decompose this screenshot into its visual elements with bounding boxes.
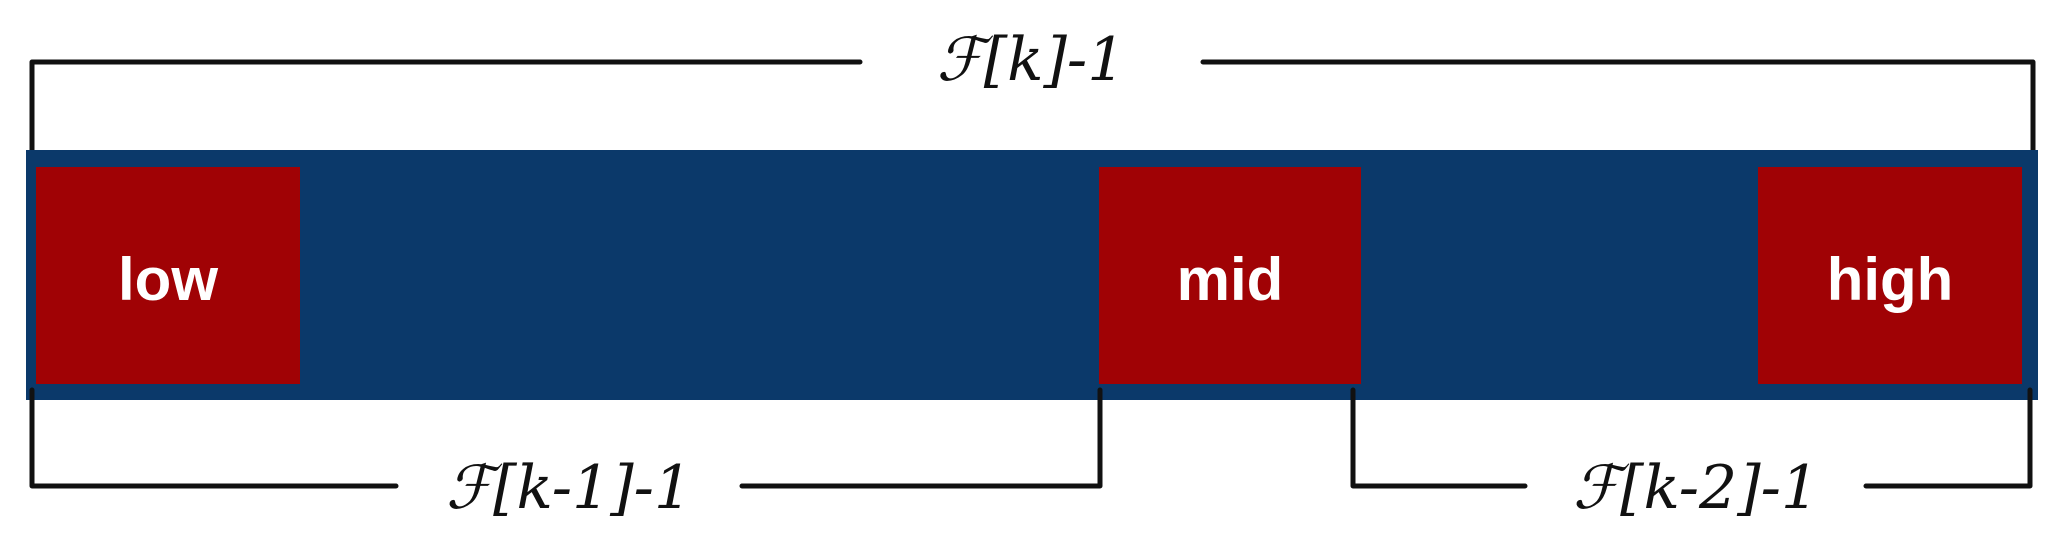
right-bracket-right-line	[1863, 387, 2033, 489]
low-label: low	[118, 246, 218, 313]
mid-label: mid	[1177, 246, 1284, 313]
low-cell	[36, 167, 300, 384]
right-bracket-left-line	[1350, 387, 1528, 489]
right-bracket: ℱ[k-2]-1	[1350, 387, 2033, 523]
right-bracket-label: ℱ[k-2]-1	[1573, 453, 1819, 523]
high-label: high	[1827, 246, 1954, 313]
mid-marker: mid	[1099, 167, 1361, 384]
high-cell	[1758, 167, 2022, 384]
mid-cell	[1099, 167, 1361, 384]
high-marker: high	[1758, 167, 2022, 384]
left-bracket-right-line	[739, 387, 1103, 489]
left-bracket-label: ℱ[k-1]-1	[446, 453, 692, 523]
top-bracket: ℱ[k]-1	[29, 25, 2036, 155]
top-bracket-right-line	[1200, 59, 2036, 155]
left-bracket-left-line	[29, 387, 399, 489]
array-bar	[26, 150, 2038, 400]
top-bracket-label: ℱ[k]-1	[937, 25, 1126, 95]
low-marker: low	[36, 167, 300, 384]
top-bracket-left-line	[29, 59, 863, 155]
left-bracket: ℱ[k-1]-1	[29, 387, 1103, 523]
